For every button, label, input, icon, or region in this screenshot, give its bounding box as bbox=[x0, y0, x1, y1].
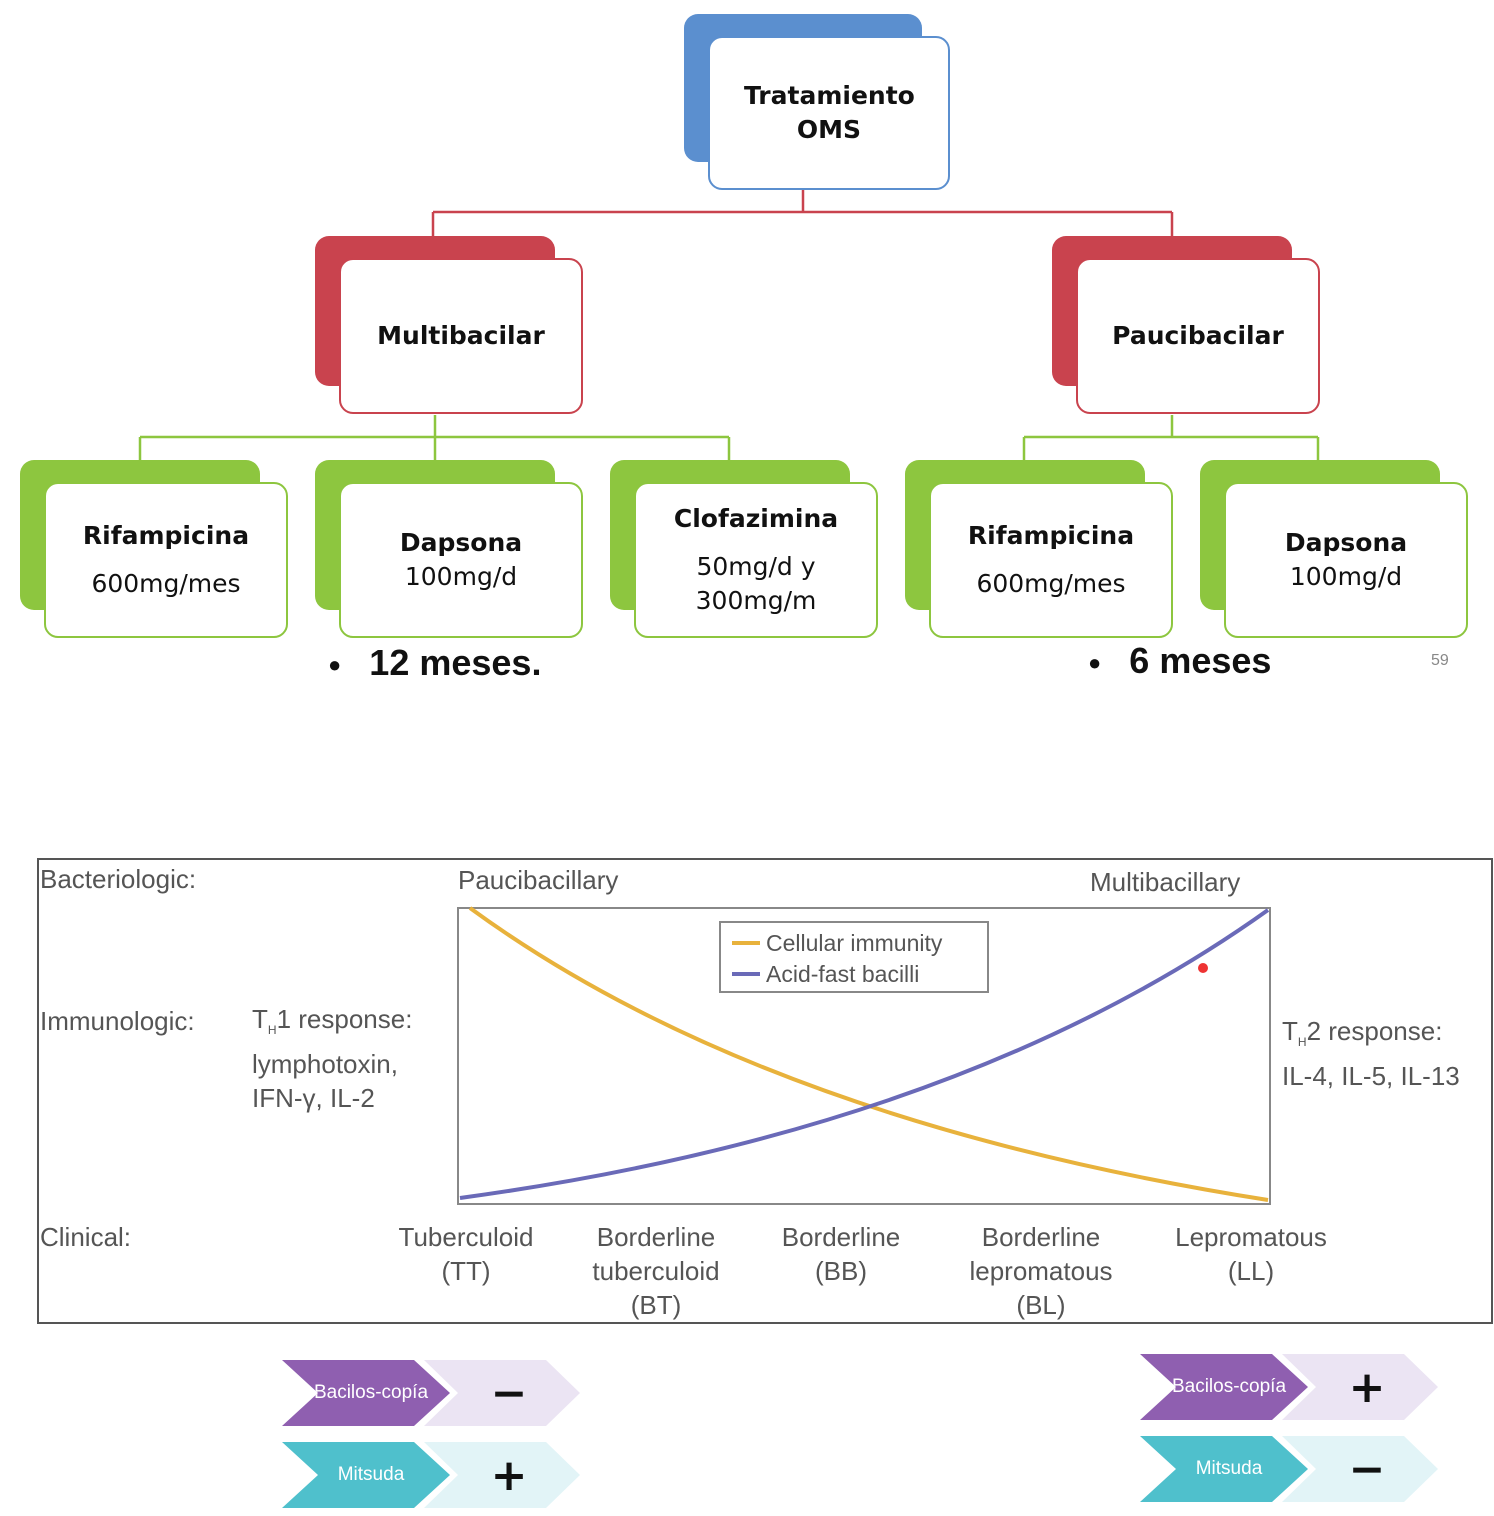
clinical-bl: Borderline lepromatous (BL) bbox=[969, 1222, 1113, 1320]
row-label-clinical: Clinical: bbox=[40, 1222, 132, 1252]
drug-name: Dapsona bbox=[1284, 528, 1408, 557]
clinical-ll: Lepromatous (LL) bbox=[1175, 1222, 1327, 1286]
bullet-icon: ● bbox=[1088, 650, 1102, 676]
tree-connectors bbox=[138, 190, 1320, 460]
drug-node: Rifampicina 600mg/mes bbox=[20, 460, 290, 640]
spectrum-figure bbox=[37, 858, 1493, 1324]
row-label-immunologic: Immunologic: bbox=[40, 1006, 195, 1036]
mitsuda-right: Mitsuda − bbox=[1140, 1436, 1440, 1502]
baciloscopia-left: Bacilos-copía − bbox=[282, 1360, 582, 1426]
drug-dose: 50mg/d y 300mg/m bbox=[695, 552, 817, 615]
duration-text: 12 meses. bbox=[369, 642, 542, 683]
chevron-value: + bbox=[1282, 1354, 1438, 1420]
bullet-icon: ● bbox=[328, 652, 342, 678]
branch-paucibacilar: Paucibacilar bbox=[1052, 236, 1322, 416]
th1-response: TH1 response: lymphotoxin, IFN-γ, IL-2 bbox=[252, 1004, 413, 1114]
duration-multibacilar: ● 12 meses. bbox=[328, 642, 541, 684]
drug-node: Clofazimina 50mg/d y 300mg/m bbox=[610, 460, 880, 640]
branch-title: Paucibacilar bbox=[1112, 321, 1284, 350]
drug-name: Rifampicina bbox=[967, 521, 1135, 550]
drug-name: Dapsona bbox=[399, 528, 523, 557]
chevron-label: Bacilos-copía bbox=[282, 1360, 450, 1426]
clinical-bt: Borderline tuberculoid (BT) bbox=[592, 1222, 720, 1320]
drug-node: Dapsona 100mg/d bbox=[315, 460, 585, 640]
multibacillary-label: Multibacillary bbox=[1090, 867, 1241, 897]
page-number: 59 bbox=[1431, 652, 1449, 669]
clinical-bb: Borderline (BB) bbox=[781, 1222, 901, 1286]
drug-node: Rifampicina 600mg/mes bbox=[905, 460, 1175, 640]
drug-dose: 600mg/mes bbox=[91, 569, 241, 598]
chevron-label: Mitsuda bbox=[282, 1442, 450, 1508]
chevron-label: Bacilos-copía bbox=[1140, 1354, 1308, 1420]
paucibacillary-label: Paucibacillary bbox=[458, 865, 619, 895]
root-node: Tratamiento OMS bbox=[684, 14, 952, 192]
row-label-bacteriologic: Bacteriologic: bbox=[40, 864, 197, 894]
drug-name: Clofazimina bbox=[673, 504, 839, 533]
drug-dose: 100mg/d bbox=[1289, 562, 1403, 591]
mitsuda-left: Mitsuda + bbox=[282, 1442, 582, 1508]
root-title: Tratamiento OMS bbox=[744, 81, 915, 144]
drug-node: Dapsona 100mg/d bbox=[1200, 460, 1470, 640]
branch-multibacilar: Multibacilar bbox=[315, 236, 585, 416]
drug-name: Rifampicina bbox=[82, 521, 250, 550]
drug-dose: 600mg/mes bbox=[976, 569, 1126, 598]
chevron-label: Mitsuda bbox=[1140, 1436, 1308, 1502]
baciloscopia-right: Bacilos-copía + bbox=[1140, 1354, 1440, 1420]
branch-title: Multibacilar bbox=[377, 321, 545, 350]
duration-text: 6 meses bbox=[1129, 640, 1272, 681]
drug-dose: 100mg/d bbox=[404, 562, 518, 591]
th2-response: TH2 response: IL-4, IL-5, IL-13 bbox=[1282, 1016, 1460, 1092]
clinical-tt: Tuberculoid (TT) bbox=[398, 1222, 534, 1286]
duration-paucibacilar: ● 6 meses bbox=[1088, 640, 1271, 682]
chevron-value: − bbox=[1282, 1436, 1438, 1502]
